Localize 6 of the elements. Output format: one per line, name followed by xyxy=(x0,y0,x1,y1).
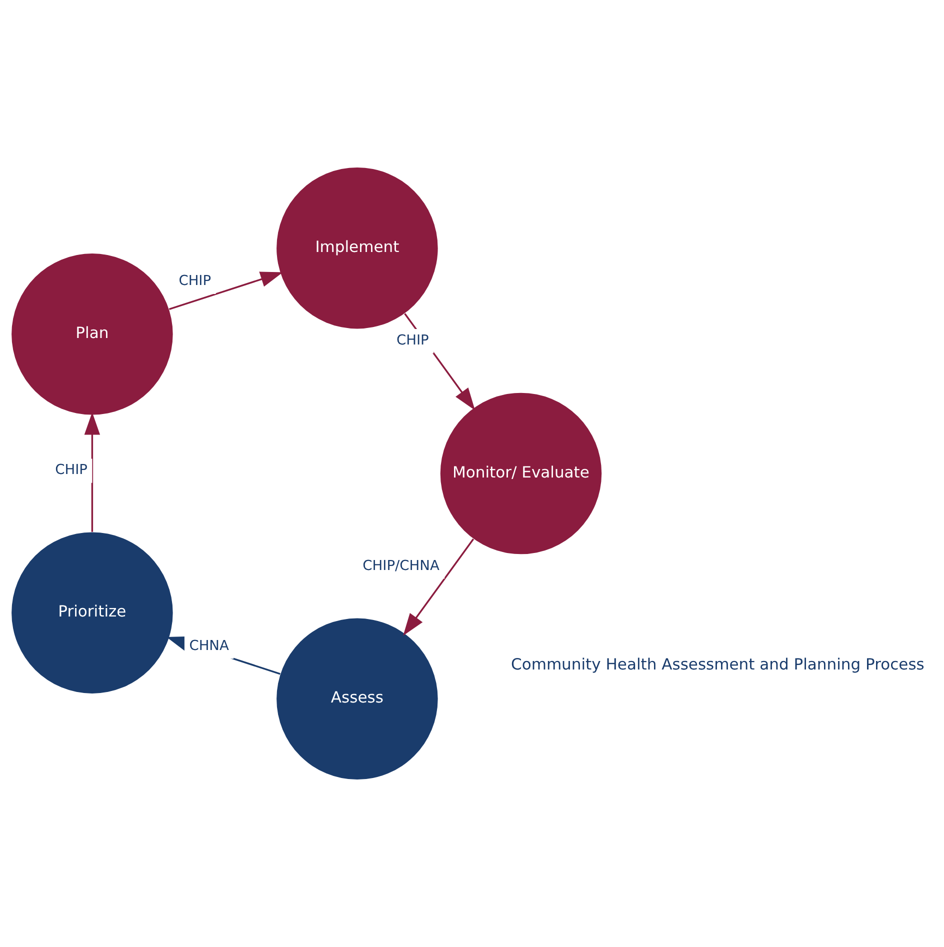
edge-label: CHIP xyxy=(55,462,88,478)
label: Community Health Assessment and Planning Process xyxy=(511,656,924,674)
edge-label: CHIP xyxy=(396,332,429,348)
edge-label: CHIP/CHNA xyxy=(362,558,440,574)
edge-label: CHIP xyxy=(178,273,212,290)
edge-label: CHNA xyxy=(189,638,229,654)
